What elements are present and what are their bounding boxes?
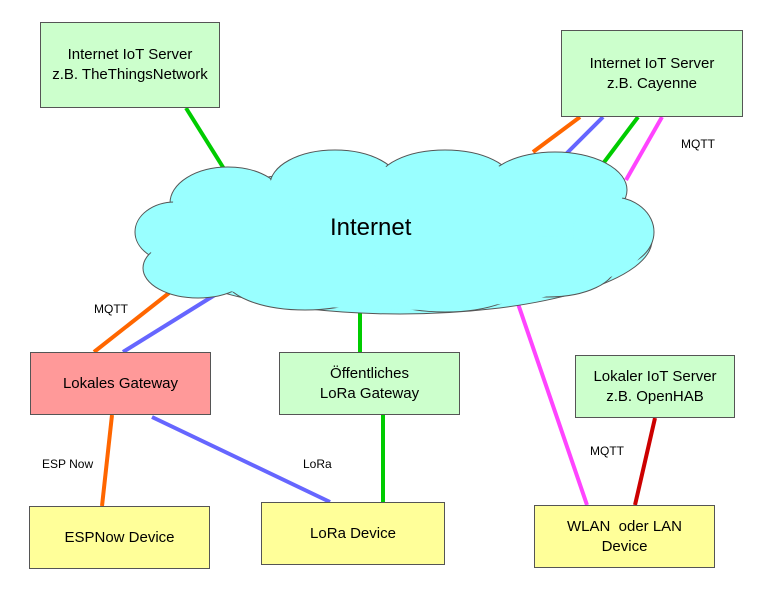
edge-cayenne-internet-magenta [624, 116, 664, 181]
wlan-device-title: WLAN oder LAN [566, 517, 683, 535]
edge-gateway-lora-device [151, 415, 331, 504]
local-gateway-title: Lokales Gateway [62, 374, 179, 392]
local-server-box: Lokaler IoT Server z.B. OpenHAB [575, 355, 735, 418]
edge-ttn-internet [184, 106, 228, 174]
lora-label: LoRa [303, 457, 332, 471]
espnow-device-box: ESPNow Device [29, 506, 210, 569]
public-gateway-box: Öffentliches LoRa Gateway [279, 352, 460, 415]
internet-cloud-fill [138, 153, 651, 310]
ttn-server-box: Internet IoT Server z.B. TheThingsNetwor… [40, 22, 220, 108]
internet-label: Internet [330, 214, 412, 241]
local-server-title: Lokaler IoT Server [593, 367, 717, 385]
edge-local-server-wlan [633, 417, 657, 506]
espnow-device-title: ESPNow Device [64, 528, 175, 546]
mqtt-cayenne-label: MQTT [681, 137, 715, 151]
mqtt-gateway-label: MQTT [94, 302, 128, 316]
lora-device-box: LoRa Device [261, 502, 445, 565]
wlan-device-subtitle: Device [601, 537, 648, 555]
edge-gateway-espnow [100, 414, 114, 507]
lora-device-title: LoRa Device [310, 524, 396, 542]
ttn-server-example: z.B. TheThingsNetwork [52, 66, 208, 83]
cayenne-server-title: Internet IoT Server [589, 54, 715, 72]
esp-now-label: ESP Now [42, 457, 94, 471]
mqtt-local-label: MQTT [590, 444, 624, 458]
edge-cayenne-internet-blue [563, 115, 605, 157]
ttn-server-title: Internet IoT Server [67, 46, 193, 63]
edge-cayenne-internet-orange [531, 115, 582, 154]
edge-wlan-internet [512, 291, 589, 506]
cayenne-server-box: Internet IoT Server z.B. Cayenne [561, 30, 743, 117]
local-gateway-box: Lokales Gateway [30, 352, 211, 415]
public-gateway-subtitle: LoRa Gateway [319, 384, 420, 402]
cayenne-server-example: z.B. Cayenne [606, 74, 698, 92]
public-gateway-title: Öffentliches [330, 364, 409, 382]
wlan-device-box: WLAN oder LAN Device [534, 505, 715, 568]
edge-gateway-internet-blue [121, 291, 220, 354]
local-server-example: z.B. OpenHAB [606, 387, 704, 405]
